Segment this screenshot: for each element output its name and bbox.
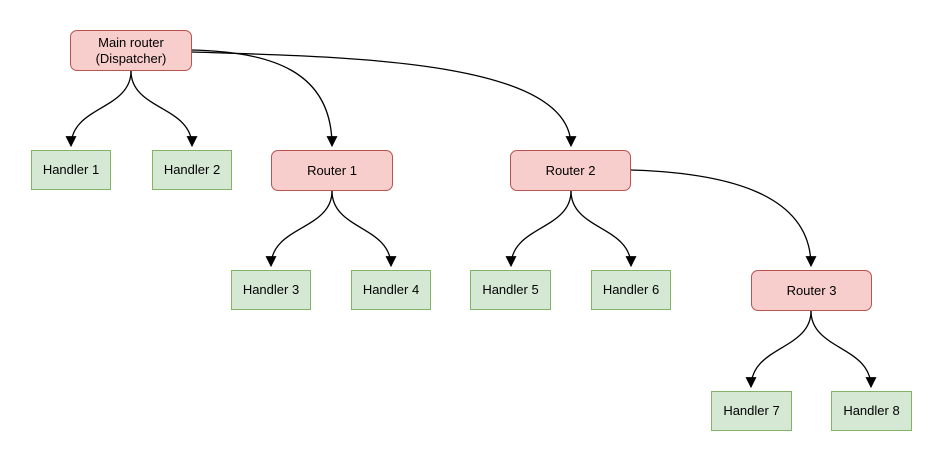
edge-router2-to-handler5 — [505, 190, 572, 268]
edge-router3-to-handler7 — [745, 310, 812, 389]
edge-router2-to-handler6 — [570, 190, 637, 268]
node-handler-3: Handler 3 — [231, 270, 311, 310]
node-handler-6-label: Handler 6 — [602, 282, 660, 297]
node-router-3: Router 3 — [751, 270, 872, 311]
node-handler-4-label: Handler 4 — [362, 282, 420, 297]
node-handler-5-label: Handler 5 — [482, 282, 539, 297]
edge-main-router-to-router2 — [191, 51, 577, 148]
node-handler-8-label: Handler 8 — [843, 403, 900, 418]
node-handler-8: Handler 8 — [831, 391, 912, 431]
edge-router1-to-handler3 — [265, 190, 333, 268]
edge-router1-to-handler4 — [331, 190, 397, 268]
node-handler-4: Handler 4 — [351, 270, 431, 310]
node-handler-5: Handler 5 — [470, 270, 551, 310]
edge-main-router-to-handler2 — [130, 70, 198, 148]
node-main-router-label: Main router (Dispatcher) — [95, 34, 167, 66]
node-router-2-label: Router 2 — [545, 162, 596, 178]
node-router-3-label: Router 3 — [786, 282, 837, 298]
node-handler-7: Handler 7 — [711, 391, 792, 431]
node-router-1: Router 1 — [271, 150, 393, 191]
edge-router2-to-router3 — [630, 169, 817, 268]
node-router-1-label: Router 1 — [307, 162, 357, 178]
node-handler-2: Handler 2 — [152, 150, 232, 190]
node-main-router: Main router (Dispatcher) — [70, 30, 192, 71]
node-handler-1: Handler 1 — [31, 150, 111, 190]
node-router-2: Router 2 — [510, 150, 631, 191]
node-handler-6: Handler 6 — [591, 270, 671, 310]
node-handler-2-label: Handler 2 — [163, 162, 221, 177]
edge-router3-to-handler8 — [810, 310, 877, 389]
node-handler-7-label: Handler 7 — [723, 403, 780, 418]
edge-main-router-to-router1 — [191, 49, 338, 148]
edge-main-router-to-handler1 — [65, 70, 132, 148]
node-handler-1-label: Handler 1 — [42, 162, 100, 177]
node-handler-3-label: Handler 3 — [242, 282, 300, 297]
